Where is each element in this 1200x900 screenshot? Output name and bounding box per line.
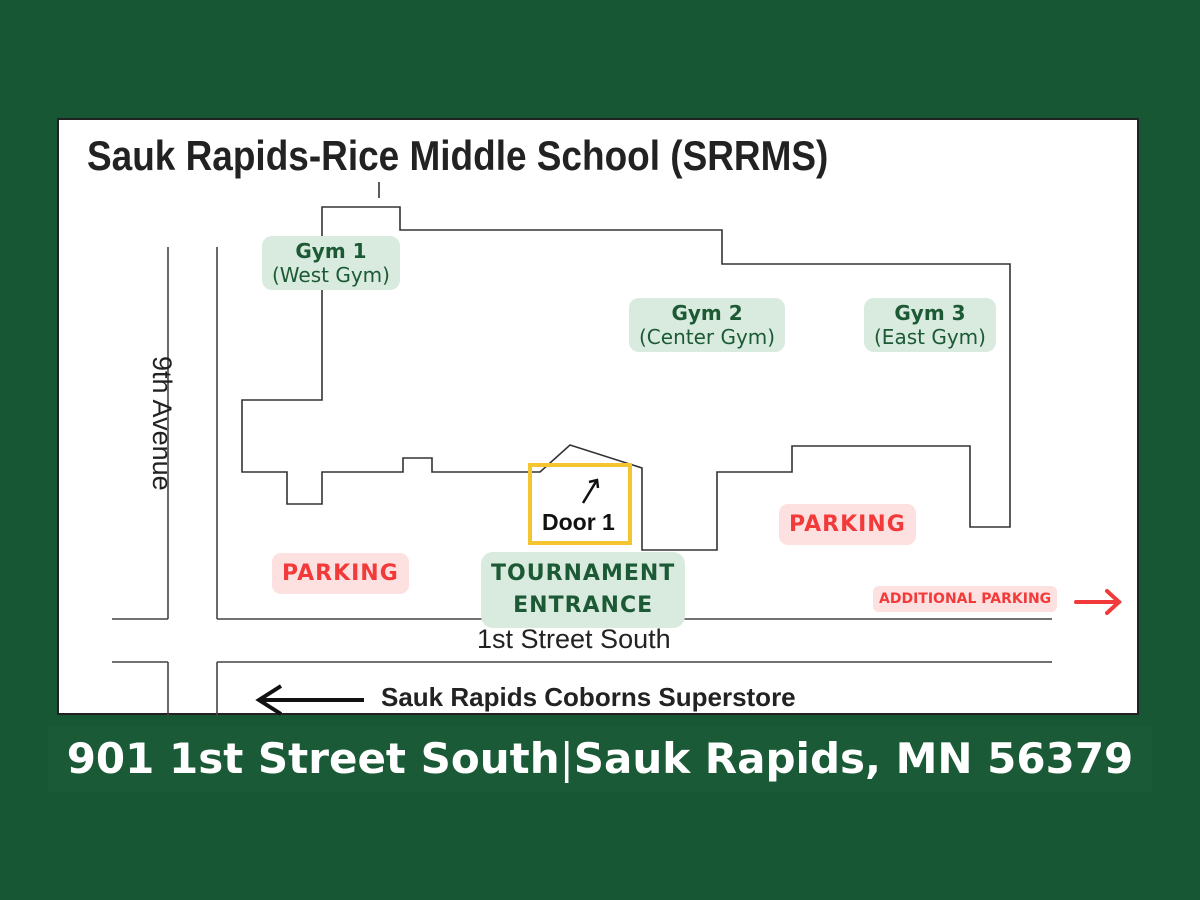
address-street: 901 1st Street South: [66, 734, 560, 783]
street-label-1st-street-south: 1st Street South: [477, 624, 671, 654]
address-city: Sauk Rapids, MN 56379: [573, 734, 1134, 783]
gym-1-label: Gym 1 (West Gym): [262, 236, 400, 290]
address-separator: |: [559, 734, 574, 783]
arrow-left-icon: [255, 684, 364, 716]
arrow-right-icon: [1074, 589, 1122, 615]
campus-map: Sauk Rapids-Rice Middle School (SRRMS) G…: [57, 118, 1139, 717]
additional-parking-label: ADDITIONAL PARKING: [873, 586, 1058, 612]
door-1-highlight: Door 1: [528, 463, 632, 545]
gym-name: Gym 3: [894, 301, 966, 325]
street-label-9th-avenue: 9th Avenue: [147, 356, 177, 491]
address-banner: 901 1st Street South|Sauk Rapids, MN 563…: [48, 726, 1152, 792]
map-title: Sauk Rapids-Rice Middle School (SRRMS): [87, 132, 829, 179]
parking-label-east: PARKING: [779, 504, 916, 545]
gym-2-label: Gym 2 (Center Gym): [629, 298, 786, 352]
door-label: Door 1: [542, 509, 615, 535]
entrance-line1: TOURNAMENT: [491, 561, 676, 586]
gym-name: Gym 1: [295, 239, 367, 263]
building-outline: [241, 206, 1011, 551]
parking-label-west: PARKING: [272, 553, 409, 594]
door-arrow-icon: [581, 478, 600, 504]
gym-3-label: Gym 3 (East Gym): [864, 298, 996, 352]
gym-subtitle: (East Gym): [874, 325, 986, 349]
gym-subtitle: (West Gym): [272, 263, 390, 287]
gym-name: Gym 2: [671, 301, 743, 325]
gym-subtitle: (Center Gym): [639, 325, 776, 349]
tournament-entrance-label: TOURNAMENT ENTRANCE: [481, 552, 686, 628]
entrance-line2: ENTRANCE: [513, 593, 654, 618]
coborns-direction-label: Sauk Rapids Coborns Superstore: [381, 682, 796, 712]
